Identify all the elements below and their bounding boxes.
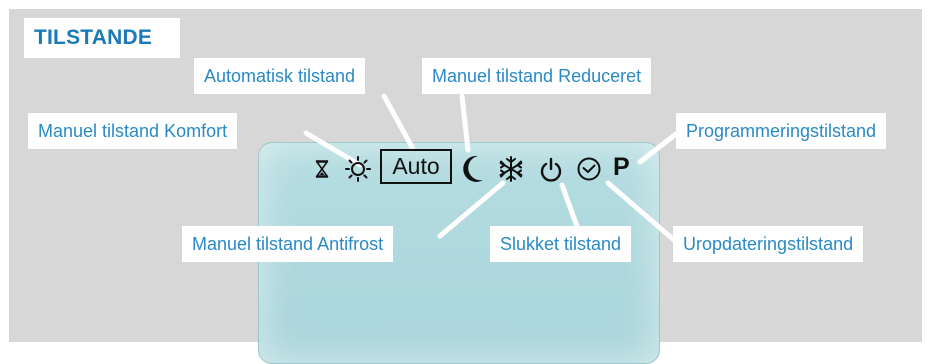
auto-box: Auto [380,149,452,184]
leader-automatic [381,93,415,150]
p-letter: P [613,153,630,181]
sun-icon [343,150,373,188]
label-clock-update: Uropdateringstilstand [673,226,864,262]
leader-antifrost [437,180,506,239]
section-title: TILSTANDE [24,18,180,58]
diagram: TILSTANDE Automatisk tilstand Manuel til… [9,9,922,364]
snowflake-icon [496,150,526,188]
clock-icon [574,150,604,188]
leader-reduced [459,93,471,153]
leader-comfort [303,130,363,168]
label-automatic: Automatisk tilstand [194,58,366,94]
hourglass-icon [312,150,332,188]
power-icon [537,150,565,188]
label-off: Slukket tilstand [490,226,632,262]
moon-icon [459,150,487,188]
leader-clock-update [605,180,677,243]
leader-programming [637,131,679,165]
label-reduced: Manuel tilstand Reduceret [422,58,652,94]
label-antifrost: Manuel tilstand Antifrost [182,226,394,262]
label-comfort: Manuel tilstand Komfort [28,113,238,149]
label-programming: Programmeringstilstand [676,113,887,149]
